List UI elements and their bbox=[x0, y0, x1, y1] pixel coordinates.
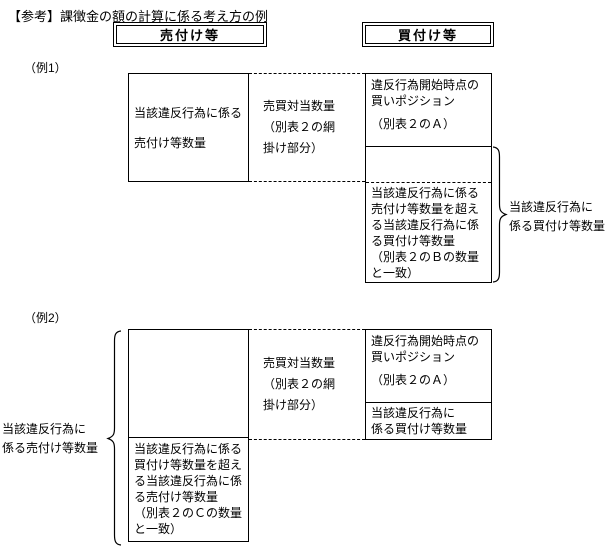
right-brace-icon bbox=[492, 146, 508, 283]
example2-seller-box: 当該違反行為に係る 買付け等数量を超え る当該違反行為に係 る売付け等数量 （別… bbox=[128, 329, 249, 542]
example2-initial-position-note: （別表２のＡ） bbox=[371, 373, 456, 387]
example1-seller-quantity-text: 当該違反行為に係る 売付け等数量 bbox=[134, 105, 243, 150]
example2-initial-position-text: 違反行為開始時点の 買いポジション bbox=[371, 334, 480, 364]
example1-initial-position-text: 違反行為開始時点の 買いポジション bbox=[371, 78, 480, 108]
example2-label: （例2） bbox=[24, 311, 67, 325]
example2-empty-cell bbox=[129, 330, 248, 438]
example2-buy-quantity-text: 当該違反行為に 係る買付け等数量 bbox=[371, 406, 468, 436]
example1-excess-buy-text: 当該違反行為に係る 売付け等数量を超え る当該違反行為に係 る買付け等数量 （別… bbox=[371, 186, 480, 280]
example1-matched-quantity-text: 売買対当数量 （別表２の網 掛け部分） bbox=[263, 99, 336, 155]
example1-initial-position-cell: 違反行為開始時点の 買いポジション （別表２のＡ） bbox=[366, 74, 491, 147]
left-brace-icon bbox=[106, 330, 122, 546]
example1-label: （例1） bbox=[24, 61, 67, 75]
example2-excess-sell-text: 当該違反行為に係る 買付け等数量を超え る当該違反行為に係 る売付け等数量 （別… bbox=[134, 442, 243, 536]
header-box-buy: 買付け等 bbox=[362, 22, 494, 47]
example1-matched-quantity-cell: 売買対当数量 （別表２の網 掛け部分） bbox=[249, 73, 365, 182]
example1-brace-label: 当該違反行為に 係る買付け等数量 bbox=[509, 200, 605, 233]
header-box-buy-label: 買付け等 bbox=[365, 25, 491, 44]
example1-seller-quantity-box: 当該違反行為に係る 売付け等数量 bbox=[128, 73, 249, 182]
header-box-sell-label: 売付け等 bbox=[116, 25, 264, 44]
page-title: 【参考】課徴金の額の計算に係る考え方の例 bbox=[8, 9, 269, 24]
example2-matched-quantity-cell: 売買対当数量 （別表２の網 掛け部分） bbox=[249, 329, 365, 440]
example2-matched-quantity-text: 売買対当数量 （別表２の網 掛け部分） bbox=[263, 356, 336, 412]
example1-buyer-box: 違反行為開始時点の 買いポジション （別表２のＡ） 当該違反行為に係る 売付け等… bbox=[365, 73, 492, 283]
example1-empty-cell bbox=[366, 147, 491, 183]
example2-brace-label: 当該違反行為に 係る売付け等数量 bbox=[2, 422, 99, 455]
example1-initial-position-note: （別表２のＡ） bbox=[371, 117, 456, 131]
example2-buyer-box: 違反行為開始時点の 買いポジション （別表２のＡ） 当該違反行為に 係る買付け等… bbox=[365, 329, 492, 440]
header-box-sell: 売付け等 bbox=[113, 22, 267, 47]
example2-initial-position-cell: 違反行為開始時点の 買いポジション （別表２のＡ） bbox=[366, 330, 491, 403]
